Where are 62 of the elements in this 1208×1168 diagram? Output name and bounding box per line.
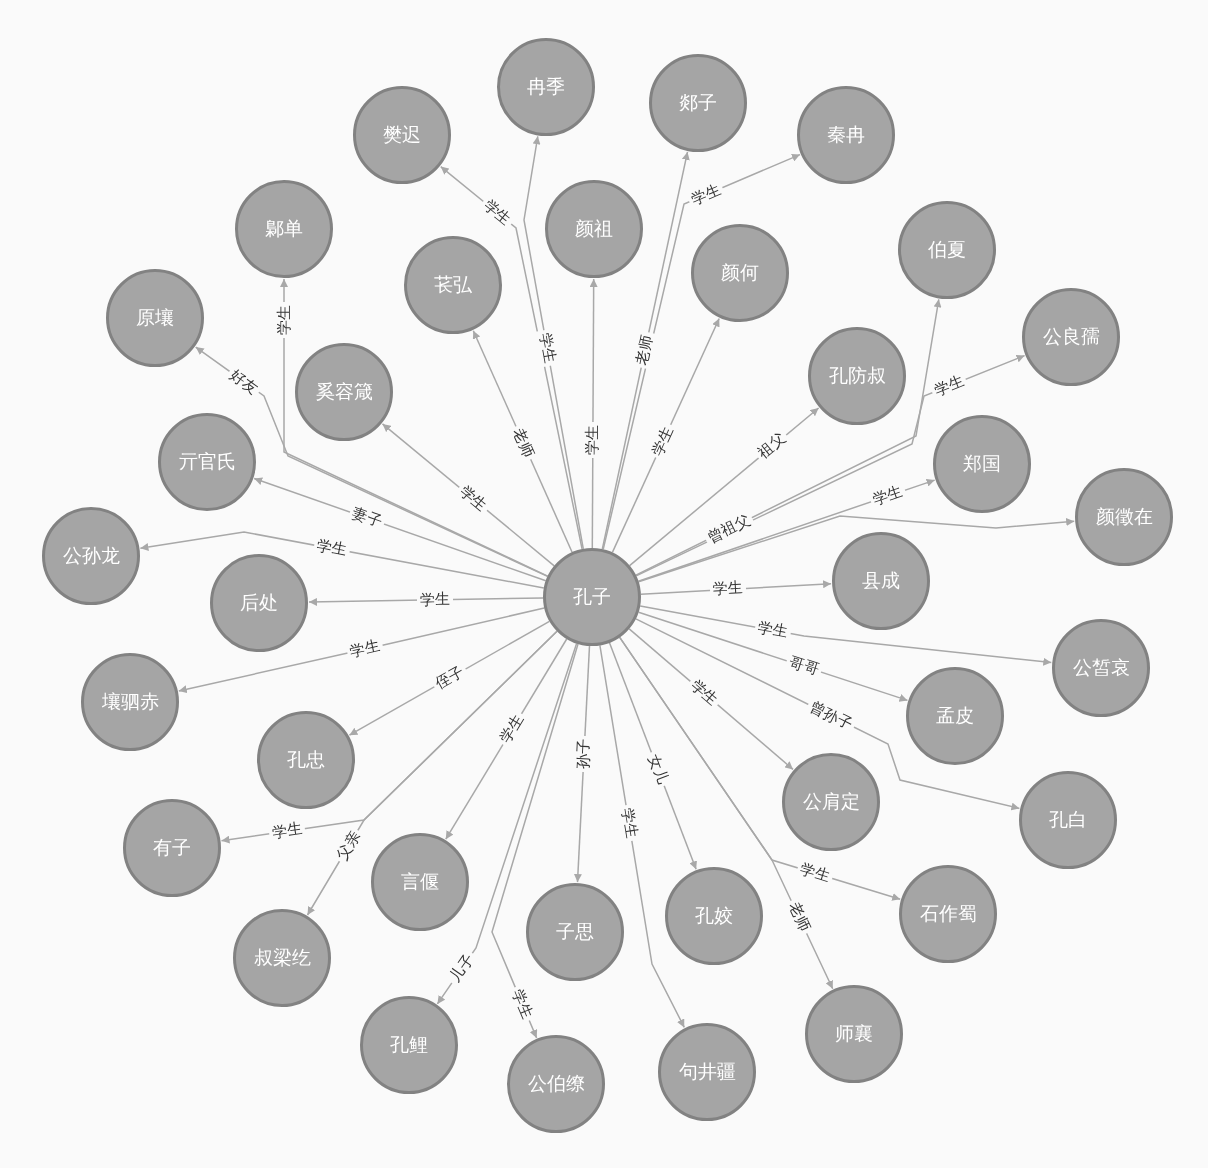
node-label: 子思 (556, 919, 594, 944)
arrow (618, 636, 834, 990)
arrow (599, 644, 686, 1029)
node-label: 秦冉 (827, 122, 865, 147)
node-label: 后处 (240, 590, 278, 615)
node-label: 石作蜀 (919, 901, 977, 926)
arrow (491, 643, 579, 1039)
node-label: 鄡单 (265, 216, 303, 241)
node-label: 孔忠 (287, 747, 325, 772)
edge-label: 学生 (275, 302, 293, 338)
node-label: 樊迟 (383, 122, 421, 147)
node-label: 叔梁纥 (253, 945, 311, 970)
arrow (194, 346, 549, 578)
arrow (306, 630, 558, 916)
node-label: 冉季 (527, 74, 565, 99)
arrow (253, 477, 547, 582)
edge-label: 老师 (633, 330, 658, 369)
node-label: 公孙龙 (62, 543, 120, 568)
node-label: 颜祖 (575, 216, 613, 241)
node-label: 公良孺 (1042, 324, 1100, 349)
node-label: 县成 (862, 568, 900, 593)
arrow (635, 298, 942, 576)
node-label: 奚容箴 (315, 379, 373, 404)
node-label: 亓官氏 (178, 449, 236, 474)
edge-label: 学生 (584, 421, 602, 459)
node-label: 有子 (153, 835, 191, 860)
arrow (637, 478, 936, 582)
node-label: 颜徵在 (1095, 504, 1153, 529)
node-label: 苌弘 (434, 272, 472, 297)
node-label: 郯子 (679, 90, 717, 115)
node-label: 公伯缭 (527, 1071, 585, 1096)
arrow (523, 135, 585, 550)
node-label: 孔鲤 (390, 1032, 428, 1057)
node-label: 孟皮 (936, 703, 974, 728)
arrow (139, 531, 545, 589)
node-label: 孔姣 (695, 903, 733, 928)
node-label: 句井疆 (678, 1059, 736, 1084)
node-label: 言偃 (401, 869, 439, 894)
node-label: 孔防叔 (828, 363, 886, 388)
arrow (639, 605, 1053, 666)
arrow (436, 642, 578, 1005)
arrow (637, 515, 1075, 583)
arrow (280, 278, 549, 577)
edge-label: 学生 (535, 328, 559, 368)
node-label: 壤驷赤 (101, 689, 159, 714)
node-label: 公肩定 (802, 789, 860, 814)
node-label: 孔白 (1049, 807, 1087, 832)
edge-label: 孙子 (574, 735, 594, 773)
node-label: 原壤 (136, 305, 174, 330)
edge-label: 学生 (267, 820, 306, 843)
edge-label: 学生 (416, 591, 454, 609)
person-circle (543, 548, 641, 646)
arrow (601, 151, 690, 550)
node-label: 公皙哀 (1072, 655, 1130, 680)
arrow (635, 618, 1021, 811)
node-label: 伯夏 (928, 237, 966, 262)
node-label: 师襄 (835, 1021, 873, 1046)
node-label: 孔子 (573, 584, 611, 609)
node-label: 颜何 (721, 260, 759, 285)
node-label: 郑国 (963, 451, 1001, 476)
arrow (178, 607, 546, 694)
edge-label: 学生 (709, 580, 747, 599)
